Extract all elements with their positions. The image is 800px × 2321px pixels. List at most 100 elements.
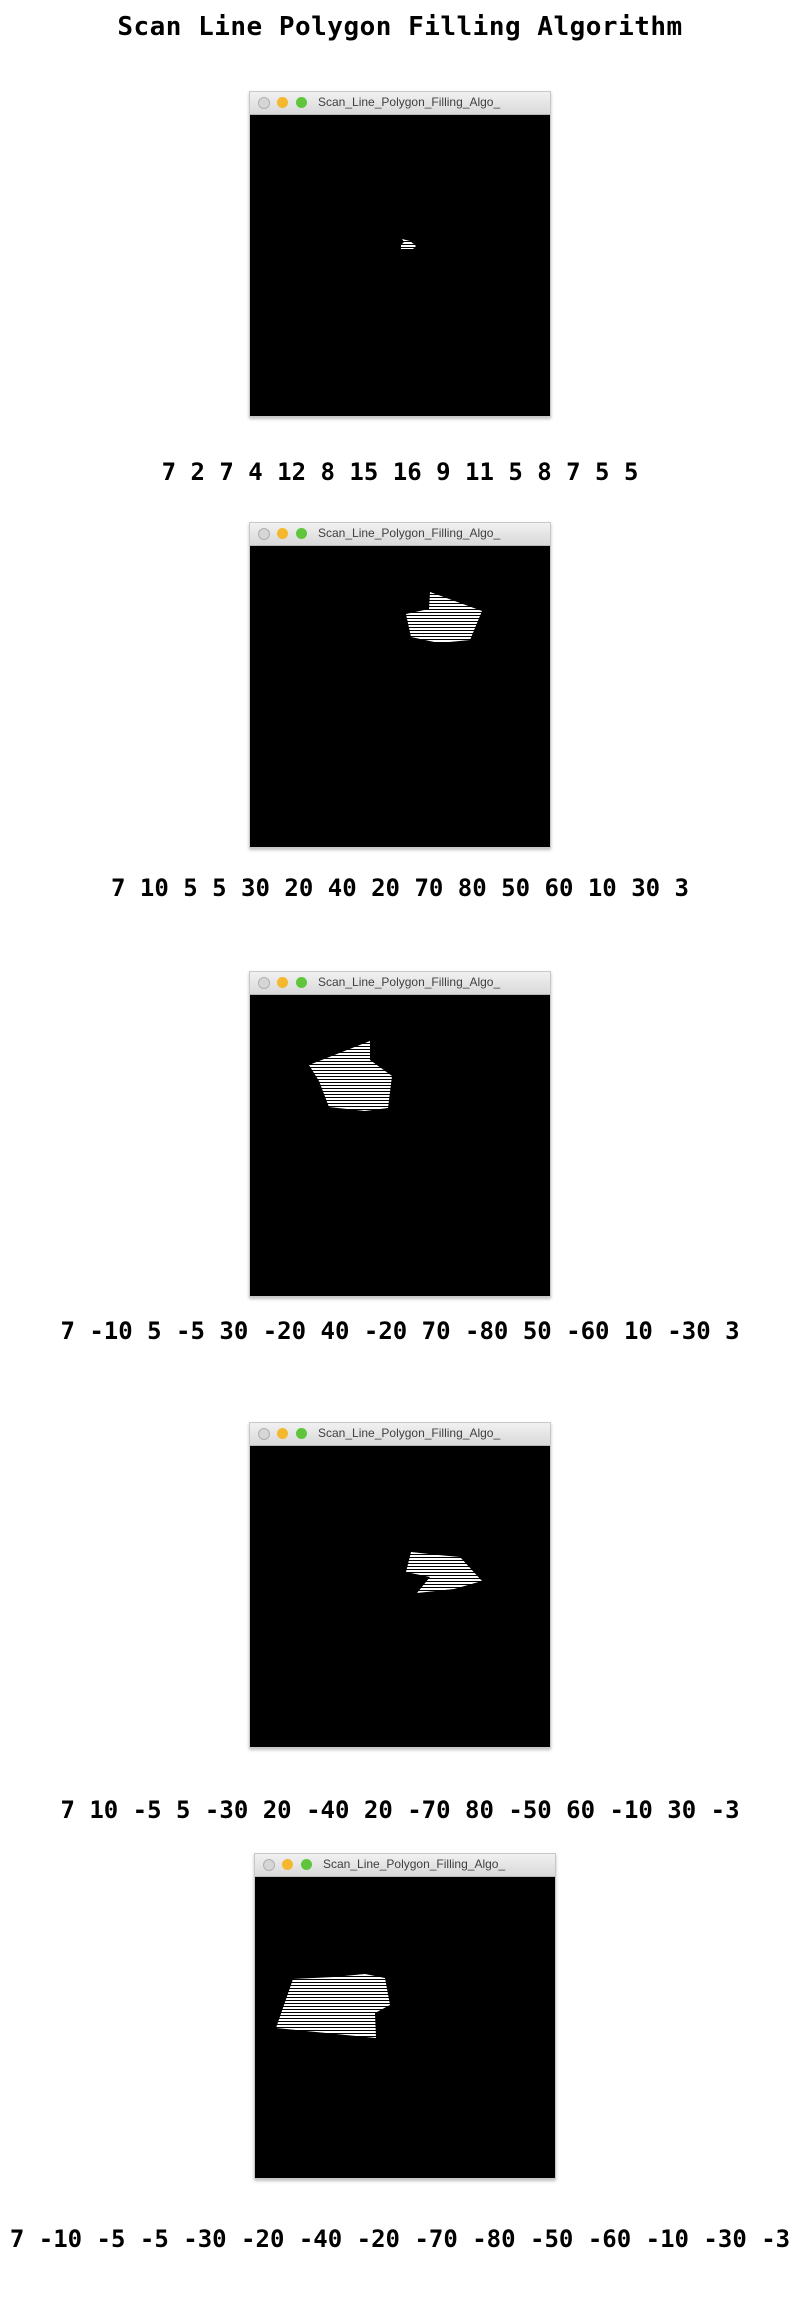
scan-line [276, 2025, 390, 2027]
input-coordinates-1: 7 2 7 4 12 8 15 16 9 11 5 8 7 5 5 [161, 458, 639, 486]
scan-lines [406, 592, 482, 645]
scan-line [406, 613, 482, 615]
scan-line [276, 2019, 390, 2021]
scan-line [406, 640, 482, 642]
scan-line [309, 1107, 392, 1109]
maximize-icon[interactable] [296, 977, 307, 988]
scan-line [406, 1576, 482, 1578]
scan-line [276, 2028, 390, 2030]
scan-line [309, 1053, 392, 1055]
scan-line [401, 245, 416, 247]
scan-line [276, 1995, 390, 1997]
scan-line [406, 631, 482, 633]
minimize-icon[interactable] [277, 97, 288, 108]
scan-line [401, 242, 416, 244]
scan-line [276, 2037, 390, 2038]
close-icon[interactable] [263, 1859, 275, 1871]
scan-line [406, 601, 482, 603]
scan-line [276, 2004, 390, 2006]
scan-line [406, 622, 482, 624]
window-title: Scan_Line_Polygon_Filling_Algo_ [318, 975, 501, 989]
polygon-fill [276, 1974, 390, 2038]
app-window-1[interactable]: Scan_Line_Polygon_Filling_Algo_ [249, 91, 551, 417]
scan-line [406, 1588, 482, 1590]
close-icon[interactable] [258, 977, 270, 989]
maximize-icon[interactable] [296, 528, 307, 539]
polygon-fill [309, 1041, 392, 1111]
minimize-icon[interactable] [277, 1428, 288, 1439]
scan-line [309, 1065, 392, 1067]
app-window-5[interactable]: Scan_Line_Polygon_Filling_Algo_ [254, 1853, 556, 2179]
close-icon[interactable] [258, 528, 270, 540]
close-icon[interactable] [258, 1428, 270, 1440]
input-coordinates-4: 7 10 -5 5 -30 20 -40 20 -70 80 -50 60 -1… [60, 1796, 740, 1824]
scan-line [406, 1570, 482, 1572]
scan-line [309, 1092, 392, 1094]
close-icon[interactable] [258, 97, 270, 109]
scan-line [276, 2007, 390, 2009]
scan-lines [276, 1974, 390, 2038]
scan-line [309, 1041, 392, 1043]
minimize-icon[interactable] [282, 1859, 293, 1870]
scan-line [276, 1986, 390, 1988]
scan-line [406, 619, 482, 621]
scan-line [309, 1056, 392, 1058]
polygon-fill [406, 592, 482, 645]
window-titlebar[interactable]: Scan_Line_Polygon_Filling_Algo_ [250, 92, 550, 115]
scan-line [406, 1558, 482, 1560]
window-title: Scan_Line_Polygon_Filling_Algo_ [323, 1857, 506, 1871]
scan-line [276, 1989, 390, 1991]
window-title: Scan_Line_Polygon_Filling_Algo_ [318, 1426, 501, 1440]
scan-line [406, 643, 482, 645]
scan-line [309, 1068, 392, 1070]
app-window-4[interactable]: Scan_Line_Polygon_Filling_Algo_ [249, 1422, 551, 1748]
scan-lines [401, 239, 416, 249]
window-titlebar[interactable]: Scan_Line_Polygon_Filling_Algo_ [250, 972, 550, 995]
window-title: Scan_Line_Polygon_Filling_Algo_ [318, 526, 501, 540]
maximize-icon[interactable] [301, 1859, 312, 1870]
scan-line [406, 1567, 482, 1569]
scan-line [276, 1983, 390, 1985]
scan-line [309, 1101, 392, 1103]
scan-line [406, 592, 482, 594]
input-coordinates-2: 7 10 5 5 30 20 40 20 70 80 50 60 10 30 3 [111, 874, 689, 902]
scan-line [401, 239, 416, 241]
scan-line [276, 2010, 390, 2012]
scan-line [406, 1591, 482, 1593]
minimize-icon[interactable] [277, 528, 288, 539]
window-titlebar[interactable]: Scan_Line_Polygon_Filling_Algo_ [255, 1854, 555, 1877]
maximize-icon[interactable] [296, 97, 307, 108]
polygon-canvas [250, 1446, 550, 1747]
page-title: Scan Line Polygon Filling Algorithm [117, 12, 683, 42]
scan-line [276, 1977, 390, 1979]
scan-line [406, 625, 482, 627]
scan-line [406, 595, 482, 597]
window-titlebar[interactable]: Scan_Line_Polygon_Filling_Algo_ [250, 523, 550, 546]
scan-lines [309, 1041, 392, 1111]
scan-line [309, 1074, 392, 1076]
scan-lines [406, 1552, 482, 1593]
scan-line [309, 1095, 392, 1097]
scan-line [406, 1579, 482, 1581]
app-window-2[interactable]: Scan_Line_Polygon_Filling_Algo_ [249, 522, 551, 848]
scan-line [276, 2001, 390, 2003]
scan-line [276, 1980, 390, 1982]
scan-line [309, 1086, 392, 1088]
polygon-canvas [250, 115, 550, 416]
scan-line [309, 1062, 392, 1064]
maximize-icon[interactable] [296, 1428, 307, 1439]
scan-line [309, 1083, 392, 1085]
window-titlebar[interactable]: Scan_Line_Polygon_Filling_Algo_ [250, 1423, 550, 1446]
scan-line [406, 1555, 482, 1557]
scan-line [276, 2013, 390, 2015]
input-coordinates-3: 7 -10 5 -5 30 -20 40 -20 70 -80 50 -60 1… [60, 1317, 740, 1345]
scan-line [401, 248, 416, 249]
scan-line [406, 1552, 482, 1554]
minimize-icon[interactable] [277, 977, 288, 988]
scan-line [406, 634, 482, 636]
polygon-fill [401, 239, 416, 249]
polygon-canvas [250, 995, 550, 1296]
polygon-fill [406, 1552, 482, 1593]
app-window-3[interactable]: Scan_Line_Polygon_Filling_Algo_ [249, 971, 551, 1297]
scan-line [309, 1047, 392, 1049]
